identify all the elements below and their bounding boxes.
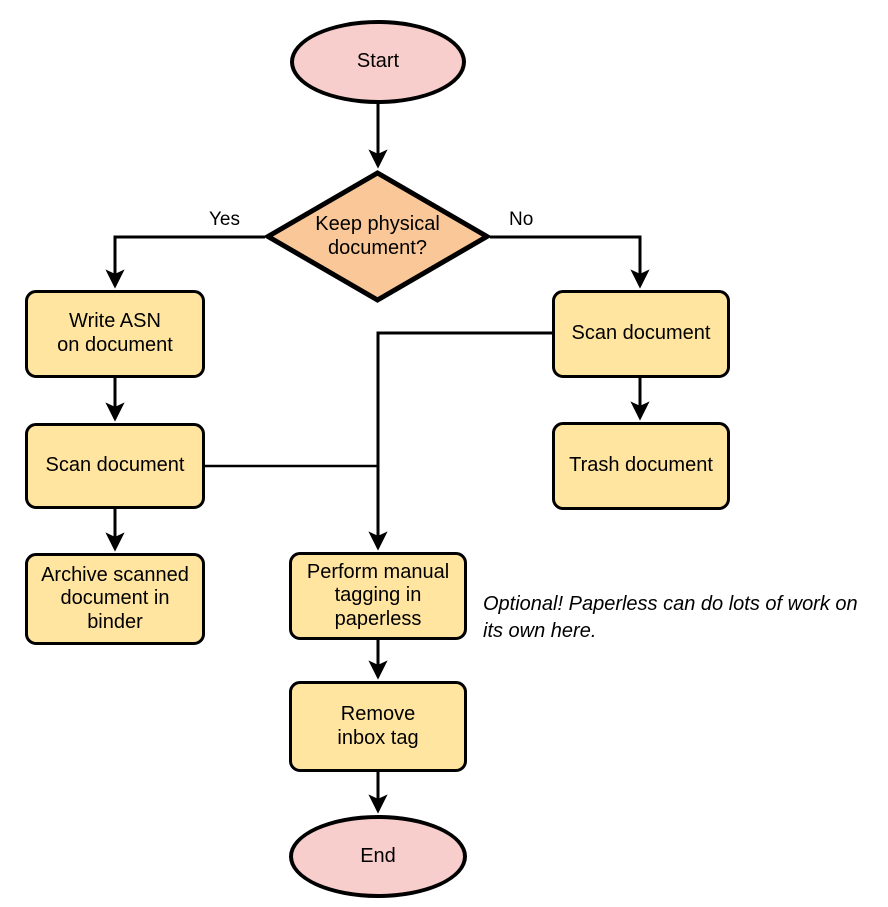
node-scan-document-right-label: Scan document <box>571 322 711 345</box>
node-end-label: End <box>360 844 396 867</box>
node-perform-manual-tagging-in-paperless[interactable]: Perform manual tagging in paperless <box>289 552 467 640</box>
node-scan-document-left[interactable]: Scan document <box>25 423 205 509</box>
node-write-asn-on-document[interactable]: Write ASN on document <box>25 290 205 378</box>
node-start[interactable]: Start <box>290 20 466 104</box>
optional-note: Optional! Paperless can do lots of work … <box>483 593 858 642</box>
node-write-asn-label: Write ASN on document <box>57 310 173 356</box>
edge-scan-right-to-tagging <box>368 331 552 551</box>
node-trash-document-label: Trash document <box>569 454 713 477</box>
node-archive-scanned-document-in-binder[interactable]: Archive scanned document in binder <box>25 553 205 645</box>
edge-label-no: No <box>509 209 534 230</box>
diamond-shape <box>265 170 490 303</box>
node-start-label: Start <box>356 50 400 73</box>
node-remove-inbox-tag-label: Remove inbox tag <box>337 702 419 749</box>
node-tagging-label: Perform manual tagging in paperless <box>306 560 450 630</box>
node-trash-document[interactable]: Trash document <box>552 422 730 510</box>
node-scan-document-left-label: Scan document <box>45 454 185 477</box>
node-scan-document-right[interactable]: Scan document <box>552 290 730 378</box>
edge-decision-yes-to-write-asn <box>105 235 265 289</box>
node-archive-label: Archive scanned document in binder <box>41 563 189 633</box>
node-keep-physical-document-decision[interactable]: Keep physical document? <box>265 170 490 303</box>
node-remove-inbox-tag[interactable]: Remove inbox tag <box>289 681 467 772</box>
edge-label-yes: Yes <box>209 209 240 230</box>
node-end[interactable]: End <box>289 815 467 898</box>
node-decision-label: Keep physical document? <box>315 212 440 259</box>
edge-decision-no-to-scan-right <box>490 235 650 289</box>
